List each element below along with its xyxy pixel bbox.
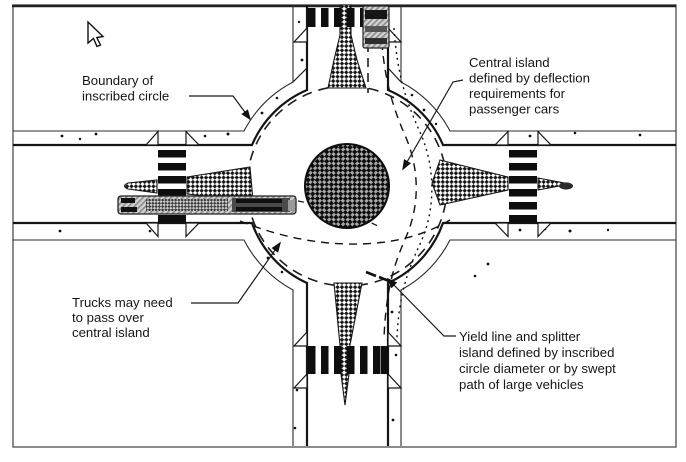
truck-swept-path [239, 219, 451, 245]
road-curb-lines [13, 5, 676, 446]
label-line: island defined by inscribed [459, 345, 614, 360]
truck-west [117, 195, 297, 215]
annotation-labels: Boundary of inscribed circle Central isl… [72, 55, 616, 392]
splitter-island-west-tail [123, 179, 158, 194]
label-line: to pass over [72, 310, 144, 325]
curb-ramp-flares [144, 26, 553, 389]
central-island [304, 143, 390, 229]
crosswalk-south [308, 346, 388, 374]
label-line: circle diameter or by swept [459, 361, 616, 376]
label-trucks-pass-over: Trucks may need to pass over central isl… [72, 295, 173, 340]
leader-boundary [189, 95, 251, 121]
leader-lines [189, 79, 464, 337]
leader-trucks [191, 241, 281, 304]
label-line: path of large vehicles [459, 377, 584, 392]
label-central-island: Central island defined by deflection req… [469, 55, 590, 117]
label-line: requirements for [469, 86, 566, 101]
vehicle-east-small [559, 182, 573, 190]
label-line: Yield line and splitter [459, 329, 581, 344]
label-line: Central island [469, 55, 550, 70]
label-line: Boundary of [82, 73, 153, 88]
splitter-island-east-tail [537, 177, 571, 191]
crosswalks [158, 8, 537, 374]
crosswalk-east [509, 150, 537, 223]
shoulder-dots [58, 20, 642, 430]
label-line: central island [72, 325, 150, 340]
splitter-island-east [431, 159, 509, 206]
label-line: passenger cars [469, 102, 560, 117]
label-boundary-of-inscribed-circle: Boundary of inscribed circle [82, 73, 169, 104]
road-shoulder-lines [13, 5, 676, 446]
cursor-arrow-icon [87, 20, 105, 48]
label-line: defined by deflection [469, 71, 590, 86]
label-line: inscribed circle [82, 89, 169, 104]
splitter-islands [123, 4, 571, 406]
leader-central-island [402, 79, 464, 171]
vehicle-north [362, 5, 390, 49]
leader-yield [386, 277, 456, 337]
label-line: Trucks may need [72, 295, 173, 310]
label-yield-line-splitter: Yield line and splitter island defined b… [459, 329, 616, 392]
